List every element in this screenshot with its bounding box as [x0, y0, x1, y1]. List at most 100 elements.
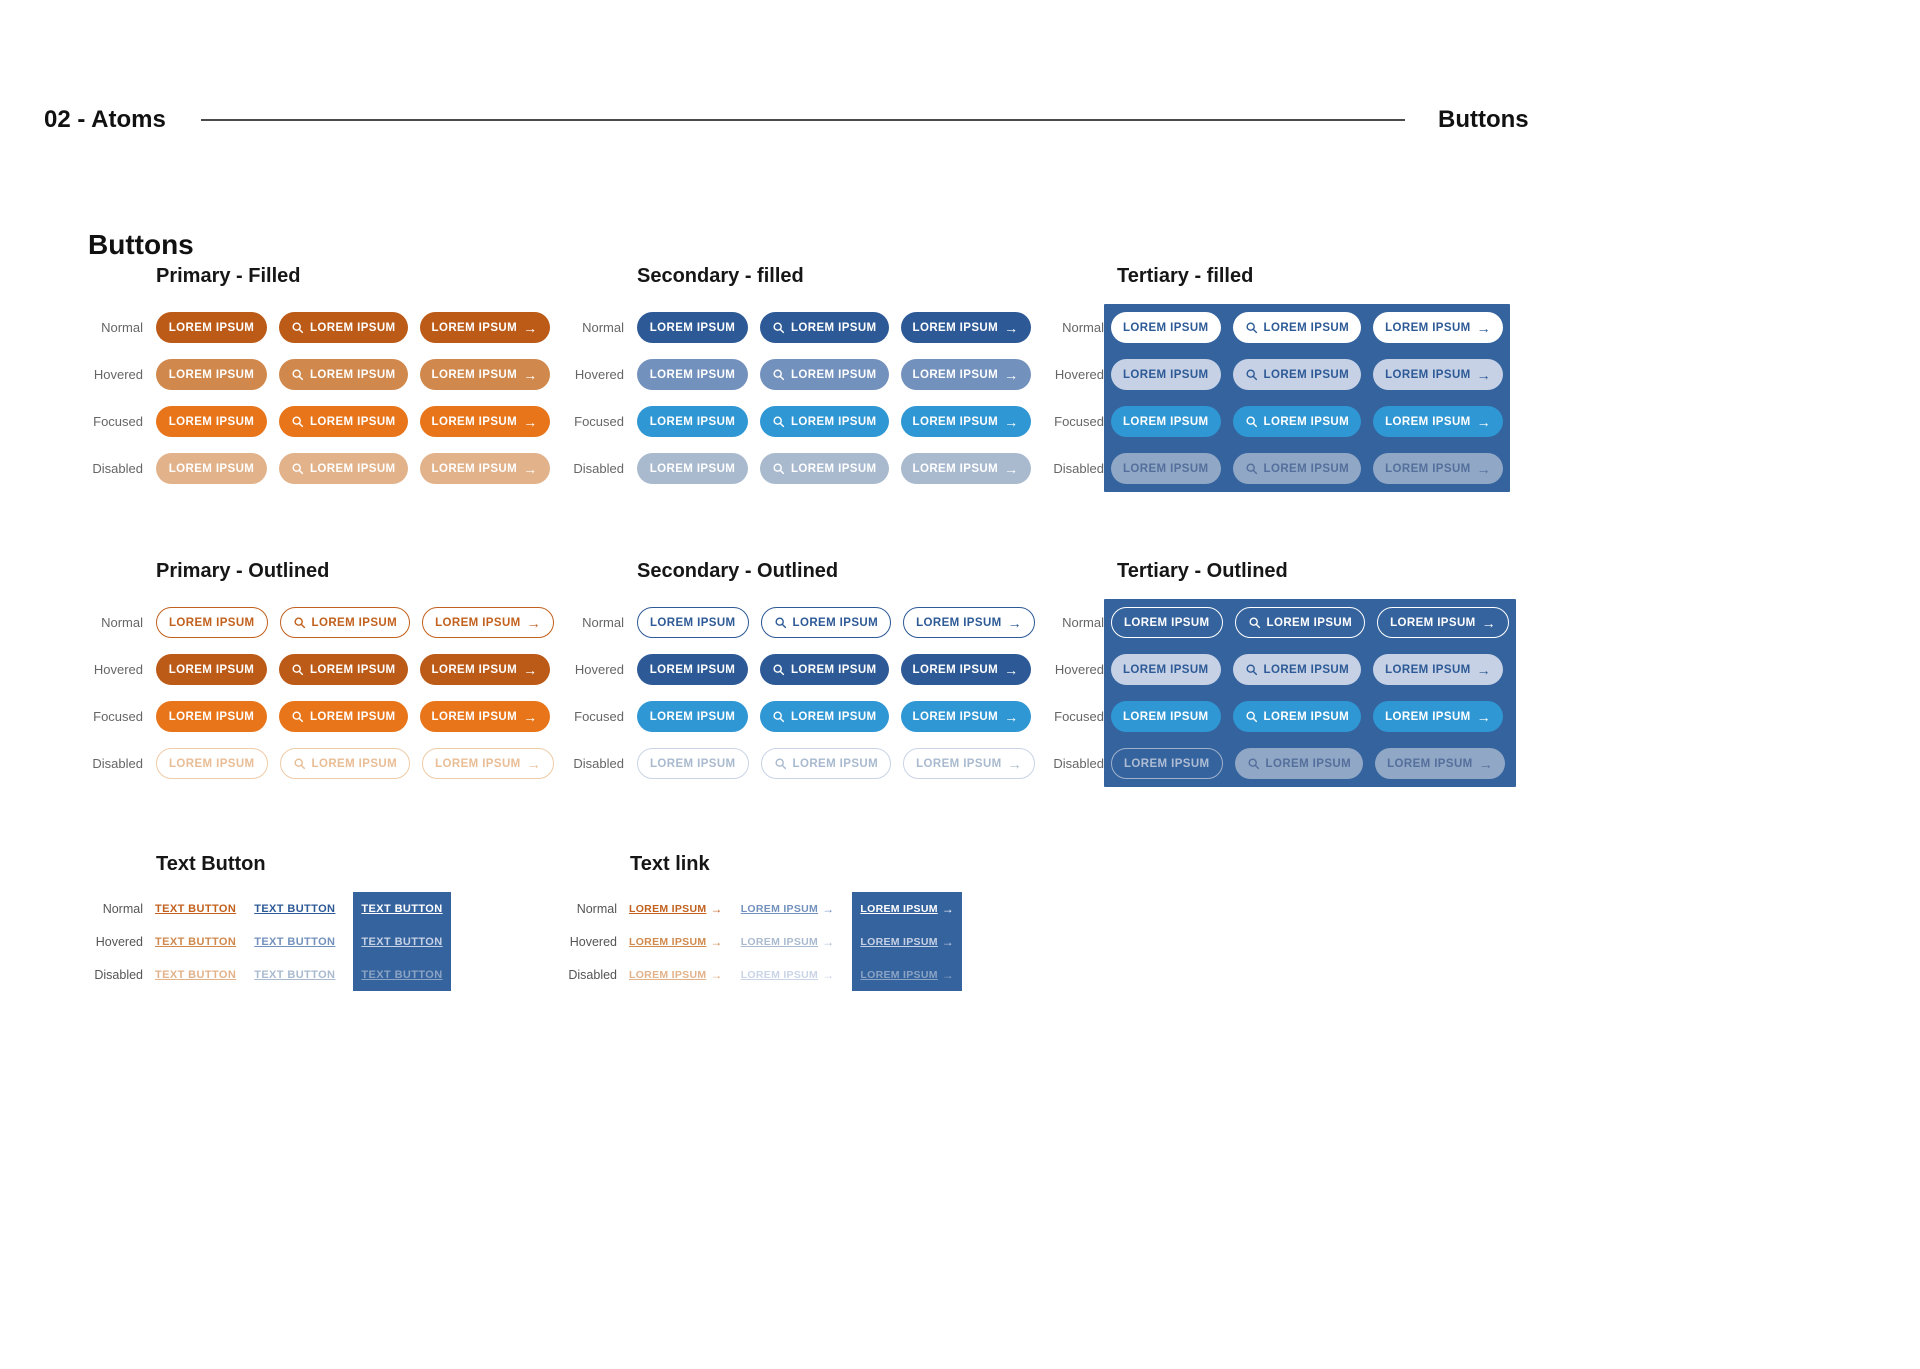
text-button-disabled-col1[interactable]: TEXT BUTTON: [155, 968, 237, 981]
button-label: LOREM IPSUM: [792, 757, 879, 770]
secondary-outlined-focused-arrow-button[interactable]: LOREM IPSUM→: [900, 701, 1031, 732]
primary-filled-hovered-plain-button[interactable]: LOREM IPSUM: [156, 359, 267, 390]
primary-filled-normal-arrow-button[interactable]: LOREM IPSUM→: [419, 312, 550, 343]
secondary-filled-focused-arrow-button[interactable]: LOREM IPSUM→: [900, 406, 1031, 437]
text-link-disabled-col3[interactable]: LOREM IPSUM→: [860, 968, 954, 982]
arrow-right-icon: →: [523, 366, 538, 383]
text-button-normal-col3[interactable]: TEXT BUTTON: [361, 902, 443, 915]
primary-outlined-focused-icon-button[interactable]: LOREM IPSUM: [279, 701, 408, 732]
primary-filled-normal-icon-button[interactable]: LOREM IPSUM: [279, 312, 408, 343]
primary-outlined-normal-arrow-button[interactable]: LOREM IPSUM→: [422, 607, 555, 638]
text-button-disabled-col2[interactable]: TEXT BUTTON: [254, 968, 336, 981]
text-link-disabled-col2[interactable]: LOREM IPSUM→: [741, 968, 835, 982]
secondary-outlined-disabled-icon-button[interactable]: LOREM IPSUM: [760, 748, 892, 779]
text-link-normal-col3[interactable]: LOREM IPSUM→: [860, 902, 954, 916]
tertiary-outlined-disabled-plain-button[interactable]: LOREM IPSUM: [1111, 748, 1223, 779]
tertiary-outlined-hovered-arrow-button[interactable]: LOREM IPSUM→: [1373, 654, 1504, 685]
search-icon: [773, 416, 785, 428]
text-link-hovered-col2[interactable]: LOREM IPSUM→: [741, 935, 835, 949]
tertiary-outlined-focused-plain-button[interactable]: LOREM IPSUM: [1111, 701, 1221, 732]
secondary-outlined-normal-plain-button[interactable]: LOREM IPSUM: [637, 607, 749, 638]
tertiary-filled-focused-arrow-button[interactable]: LOREM IPSUM→: [1373, 406, 1504, 437]
tertiary-filled-normal-icon-button[interactable]: LOREM IPSUM: [1232, 312, 1362, 343]
state-label: Normal: [582, 320, 624, 335]
tertiary-filled-disabled-icon-button[interactable]: LOREM IPSUM: [1232, 453, 1362, 484]
secondary-filled-disabled-arrow-button[interactable]: LOREM IPSUM→: [900, 453, 1031, 484]
secondary-filled-focused-icon-button[interactable]: LOREM IPSUM: [760, 406, 889, 437]
text-button-normal-col1[interactable]: TEXT BUTTON: [155, 902, 237, 915]
secondary-filled-focused-plain-button[interactable]: LOREM IPSUM: [637, 406, 748, 437]
primary-filled-focused-plain-button[interactable]: LOREM IPSUM: [156, 406, 267, 437]
primary-filled-disabled-arrow-button[interactable]: LOREM IPSUM→: [419, 453, 550, 484]
secondary-outlined-normal-icon-button[interactable]: LOREM IPSUM: [760, 607, 892, 638]
primary-filled-normal-plain-button[interactable]: LOREM IPSUM: [156, 312, 267, 343]
primary-outlined-hovered-plain-button[interactable]: LOREM IPSUM: [156, 654, 267, 685]
secondary-outlined-focused-plain-button[interactable]: LOREM IPSUM: [637, 701, 748, 732]
text-link-hovered-col3[interactable]: LOREM IPSUM→: [860, 935, 954, 949]
tertiary-filled-normal-arrow-button[interactable]: LOREM IPSUM→: [1373, 312, 1504, 343]
primary-outlined-focused-arrow-button[interactable]: LOREM IPSUM→: [419, 701, 550, 732]
primary-filled-focused-arrow-button[interactable]: LOREM IPSUM→: [419, 406, 550, 437]
primary-outlined-hovered-icon-button[interactable]: LOREM IPSUM: [279, 654, 408, 685]
primary-outlined-hovered-arrow-button[interactable]: LOREM IPSUM→: [419, 654, 550, 685]
secondary-filled-normal-icon-button[interactable]: LOREM IPSUM: [760, 312, 889, 343]
text-button-disabled-col3[interactable]: TEXT BUTTON: [361, 968, 443, 981]
tertiary-filled-disabled-arrow-button[interactable]: LOREM IPSUM→: [1373, 453, 1504, 484]
tertiary-filled-hovered-arrow-button[interactable]: LOREM IPSUM→: [1373, 359, 1504, 390]
text-link-disabled-col1[interactable]: LOREM IPSUM→: [629, 968, 723, 982]
button-label: LOREM IPSUM: [1263, 368, 1350, 381]
tertiary-filled-focused-plain-button[interactable]: LOREM IPSUM: [1111, 406, 1221, 437]
primary-outlined-disabled-icon-button[interactable]: LOREM IPSUM: [279, 748, 411, 779]
secondary-filled-hovered-arrow-button[interactable]: LOREM IPSUM→: [900, 359, 1031, 390]
secondary-filled-disabled-icon-button[interactable]: LOREM IPSUM: [760, 453, 889, 484]
tertiary-outlined-normal-plain-button[interactable]: LOREM IPSUM: [1111, 607, 1223, 638]
state-label: Normal: [102, 901, 143, 916]
tertiary-outlined-disabled-icon-button[interactable]: LOREM IPSUM: [1234, 748, 1364, 779]
secondary-outlined-hovered-icon-button[interactable]: LOREM IPSUM: [760, 654, 889, 685]
tertiary-outlined-focused-icon-button[interactable]: LOREM IPSUM: [1232, 701, 1362, 732]
secondary-filled-normal-arrow-button[interactable]: LOREM IPSUM→: [900, 312, 1031, 343]
text-button-hovered-col3[interactable]: TEXT BUTTON: [361, 935, 443, 948]
secondary-filled-disabled-plain-button[interactable]: LOREM IPSUM: [637, 453, 748, 484]
text-link-normal-col2[interactable]: LOREM IPSUM→: [741, 902, 835, 916]
tertiary-outlined-normal-arrow-button[interactable]: LOREM IPSUM→: [1377, 607, 1510, 638]
secondary-outlined-disabled-plain-button[interactable]: LOREM IPSUM: [637, 748, 749, 779]
tertiary-outlined-hovered-plain-button[interactable]: LOREM IPSUM: [1111, 654, 1221, 685]
text-link-hovered-col1[interactable]: LOREM IPSUM→: [629, 935, 723, 949]
primary-outlined-focused-plain-button[interactable]: LOREM IPSUM: [156, 701, 267, 732]
primary-filled-hovered-arrow-button[interactable]: LOREM IPSUM→: [419, 359, 550, 390]
text-button-normal-col2[interactable]: TEXT BUTTON: [254, 902, 336, 915]
text-button-hovered-col1[interactable]: TEXT BUTTON: [155, 935, 237, 948]
secondary-outlined-normal-arrow-button[interactable]: LOREM IPSUM→: [903, 607, 1036, 638]
secondary-filled-hovered-plain-button[interactable]: LOREM IPSUM: [637, 359, 748, 390]
tertiary-filled-disabled-plain-button[interactable]: LOREM IPSUM: [1111, 453, 1221, 484]
text-button-panel: TEXT BUTTON TEXT BUTTON TEXT BUTTON: [353, 892, 451, 991]
tertiary-filled-focused-icon-button[interactable]: LOREM IPSUM: [1232, 406, 1362, 437]
secondary-filled-normal-plain-button[interactable]: LOREM IPSUM: [637, 312, 748, 343]
tertiary-outlined-normal-icon-button[interactable]: LOREM IPSUM: [1234, 607, 1366, 638]
text-link-normal-col1[interactable]: LOREM IPSUM→: [629, 902, 723, 916]
tertiary-filled-hovered-icon-button[interactable]: LOREM IPSUM: [1232, 359, 1362, 390]
primary-outlined-disabled-arrow-button[interactable]: LOREM IPSUM→: [422, 748, 555, 779]
tertiary-filled-normal-plain-button[interactable]: LOREM IPSUM: [1111, 312, 1221, 343]
tertiary-filled-hovered-plain-button[interactable]: LOREM IPSUM: [1111, 359, 1221, 390]
tertiary-outlined-focused-arrow-button[interactable]: LOREM IPSUM→: [1373, 701, 1504, 732]
secondary-outlined-hovered-arrow-button[interactable]: LOREM IPSUM→: [900, 654, 1031, 685]
button-row: LOREM IPSUM LOREM IPSUM LOREM IPSUM→: [156, 693, 554, 740]
primary-outlined-normal-icon-button[interactable]: LOREM IPSUM: [279, 607, 411, 638]
button-label: LOREM IPSUM: [650, 757, 736, 770]
secondary-outlined-disabled-arrow-button[interactable]: LOREM IPSUM→: [903, 748, 1036, 779]
primary-filled-hovered-icon-button[interactable]: LOREM IPSUM: [279, 359, 408, 390]
primary-filled-focused-icon-button[interactable]: LOREM IPSUM: [279, 406, 408, 437]
primary-outlined-disabled-plain-button[interactable]: LOREM IPSUM: [156, 748, 268, 779]
secondary-filled-hovered-icon-button[interactable]: LOREM IPSUM: [760, 359, 889, 390]
primary-filled-disabled-icon-button[interactable]: LOREM IPSUM: [279, 453, 408, 484]
tertiary-outlined-hovered-icon-button[interactable]: LOREM IPSUM: [1232, 654, 1362, 685]
text-button-hovered-col2[interactable]: TEXT BUTTON: [254, 935, 336, 948]
tertiary-outlined-disabled-arrow-button[interactable]: LOREM IPSUM→: [1375, 748, 1506, 779]
secondary-outlined-focused-icon-button[interactable]: LOREM IPSUM: [760, 701, 889, 732]
primary-filled-disabled-plain-button[interactable]: LOREM IPSUM: [156, 453, 267, 484]
primary-outlined-normal-plain-button[interactable]: LOREM IPSUM: [156, 607, 268, 638]
secondary-outlined-hovered-plain-button[interactable]: LOREM IPSUM: [637, 654, 748, 685]
